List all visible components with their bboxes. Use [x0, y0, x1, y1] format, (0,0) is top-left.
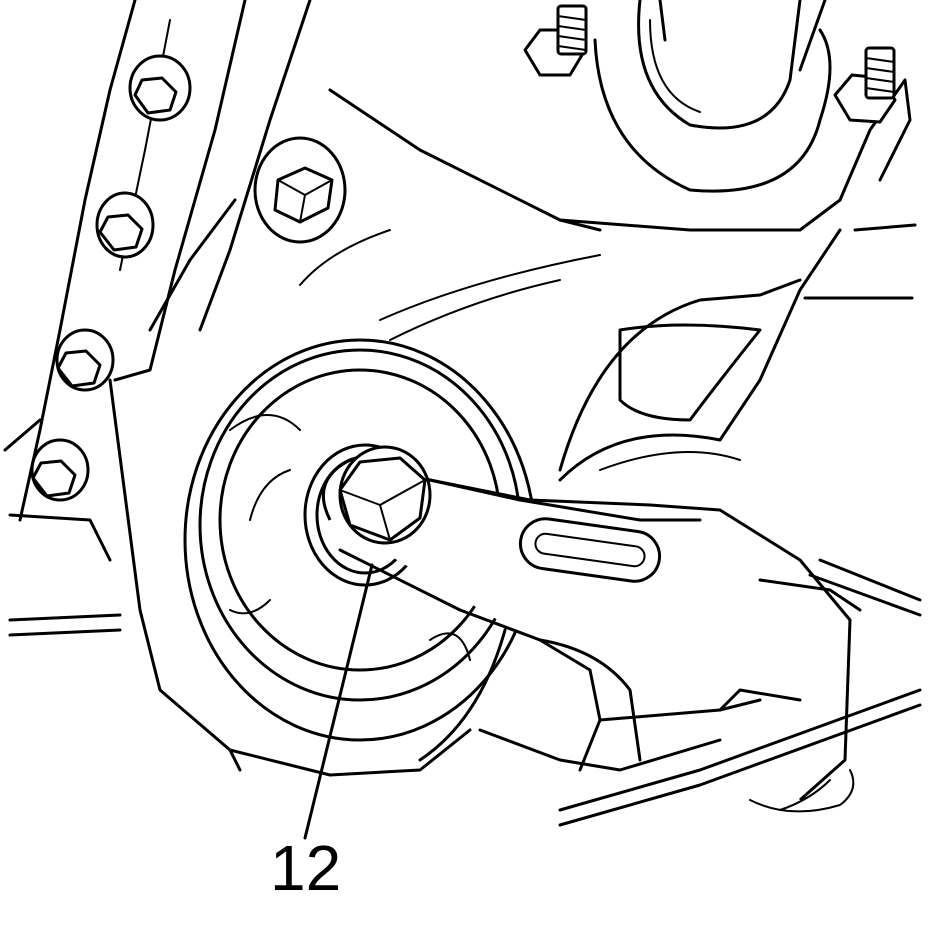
rail-bolt: [128, 54, 192, 122]
callout-label: 12: [270, 832, 341, 904]
callout-12: 12: [270, 563, 374, 904]
casting-bolt: [253, 136, 347, 244]
rail-bolt: [30, 438, 90, 502]
rail-bolt: [95, 191, 155, 259]
upper-mount: [558, 0, 912, 232]
bracket-plate: [321, 458, 862, 802]
mount-arm: [558, 223, 917, 482]
lower-frame: [8, 558, 922, 827]
leader-line: [303, 563, 374, 840]
mount-stud: [523, 4, 588, 77]
mount-stud: [833, 46, 897, 124]
rail-bolt: [55, 328, 115, 392]
bracket-bolt: [338, 445, 432, 545]
mount-casting: [108, 0, 842, 777]
